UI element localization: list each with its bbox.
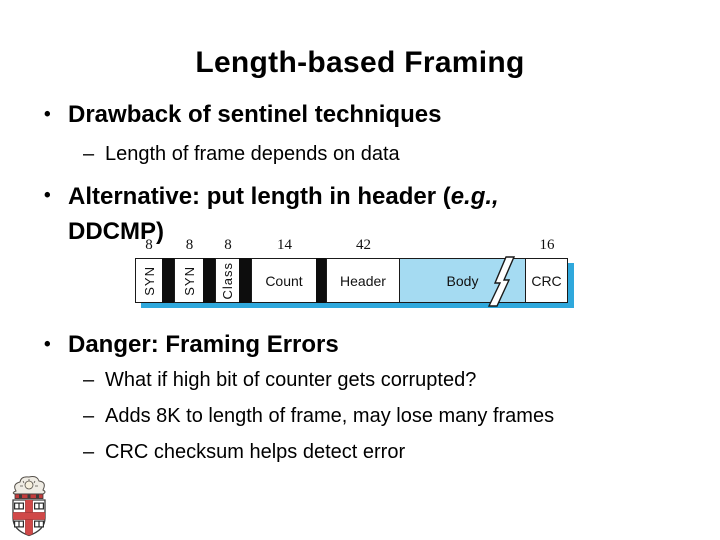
bullet-drawback: • Drawback of sentinel techniques [44, 100, 441, 130]
sub-bullet-adds-8k: – Adds 8K to length of frame, may lose m… [83, 404, 554, 440]
book-icon [34, 520, 44, 528]
field-header: 42 Header [326, 237, 400, 303]
dash-marker: – [83, 369, 95, 391]
sub-bullet-length-depends-text: Length of frame depends on data [105, 143, 400, 165]
bullet-alternative-text: Alternative: put length in header (e.g.,… [68, 179, 499, 249]
dash-marker: – [83, 143, 95, 165]
field-body: Body [399, 256, 526, 307]
frame-format-diagram: 8 SYN 8 SYN 8 Class 14 Count 42 Header [135, 236, 580, 314]
bullet-marker: • [44, 104, 51, 125]
bullet-marker: • [44, 334, 51, 355]
field-label: SYN [141, 265, 157, 296]
bullet-marker: • [44, 185, 51, 206]
sub-bullet-corrupted-text: What if high bit of counter gets corrupt… [105, 369, 477, 391]
field-label: Count [265, 272, 303, 289]
slide-title: Length-based Framing [195, 46, 525, 79]
sub-bullet-length-depends: – Length of frame depends on data [83, 142, 400, 167]
sub-bullet-crc-checksum: – CRC checksum helps detect error [83, 440, 554, 476]
sub-bullet-crc-checksum-text: CRC checksum helps detect error [105, 441, 406, 463]
bullet-danger: • Danger: Framing Errors [44, 330, 339, 360]
field-bits: 8 [185, 237, 194, 253]
danger-sub-bullets: – What if high bit of counter gets corru… [83, 368, 554, 476]
field-syn-2: 8 SYN [174, 237, 204, 303]
field-label: CRC [531, 272, 562, 289]
frame-row: 8 SYN 8 SYN 8 Class 14 Count 42 Header [135, 237, 568, 307]
sub-bullet-corrupted: – What if high bit of counter gets corru… [83, 368, 554, 404]
university-crest-logo [12, 476, 46, 537]
book-icon [14, 502, 24, 510]
field-bits: 14 [277, 237, 292, 253]
field-bits: 42 [356, 237, 371, 253]
sub-bullet-adds-8k-text: Adds 8K to length of frame, may lose man… [105, 405, 555, 427]
bullet-danger-label: Danger: Framing Errors [68, 331, 339, 358]
field-bits: 8 [145, 237, 153, 253]
dash-marker: – [83, 405, 95, 427]
book-icon [14, 520, 24, 528]
bullet-drawback-label: Drawback of sentinel techniques [68, 101, 442, 128]
field-label: Header [340, 272, 386, 289]
field-syn-1: 8 SYN [135, 237, 163, 303]
cross-horizontal [13, 512, 45, 520]
bullet-alternative-eg: e.g., [450, 183, 499, 210]
field-bits: 8 [224, 237, 232, 253]
book-icon [34, 502, 44, 510]
field-crc: 16 CRC [525, 237, 568, 303]
field-count: 14 Count [251, 237, 317, 303]
field-label: SYN [181, 265, 197, 296]
break-bolt-icon [487, 256, 516, 307]
field-class: 8 Class [215, 237, 240, 303]
bullet-alternative-line2: DDCMP) [68, 218, 164, 245]
dash-marker: – [83, 441, 95, 463]
field-label: Body [446, 272, 479, 289]
bullet-alternative: • Alternative: put length in header (e.g… [44, 179, 499, 249]
field-bits: 16 [539, 237, 555, 253]
field-label: Class [220, 261, 235, 300]
bullet-alternative-lead: Alternative: put length in header ( [68, 183, 451, 210]
